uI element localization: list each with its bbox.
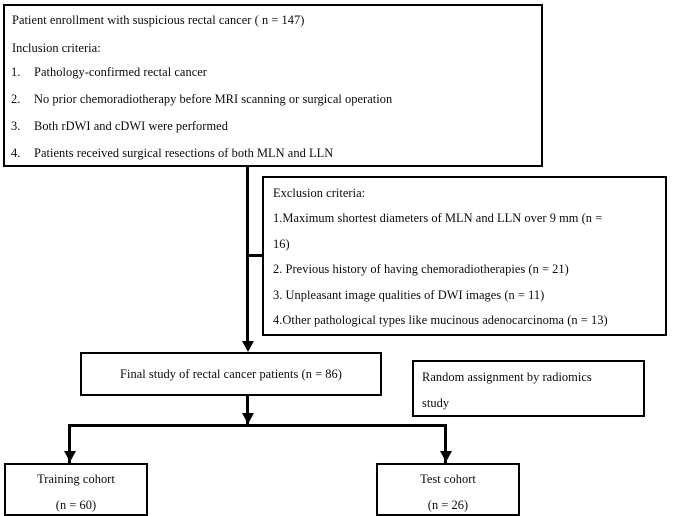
exclusion-line-3: 2. Previous history of having chemoradio… xyxy=(273,262,569,276)
training-cohort-box xyxy=(4,463,148,516)
final-study-box xyxy=(80,352,382,396)
training-cohort-count: (n = 60) xyxy=(55,498,97,512)
connector-split-to-test-line xyxy=(444,424,447,463)
inclusion-item-2-number: 2. xyxy=(11,92,21,106)
connector-enrollment-to-final-arrow xyxy=(241,341,254,352)
final-study-text: Final study of rectal cancer patients (n… xyxy=(120,367,342,381)
exclusion-line-5: 4.Other pathological types like mucinous… xyxy=(273,313,608,327)
test-cohort-count: (n = 26) xyxy=(427,498,469,512)
test-cohort-label: Test cohort xyxy=(420,472,476,486)
inclusion-criteria-label: Inclusion criteria: xyxy=(12,41,101,55)
connector-final-to-split-arrow xyxy=(241,413,254,424)
connector-split-to-test-arrow xyxy=(439,451,452,462)
inclusion-item-3-text: Both rDWI and cDWI were performed xyxy=(34,119,228,133)
training-cohort-label: Training cohort xyxy=(37,472,115,486)
inclusion-item-1-number: 1. xyxy=(11,65,21,79)
random-assignment-box xyxy=(412,360,645,417)
exclusion-line-2: 16) xyxy=(273,237,290,251)
exclusion-line-1: 1.Maximum shortest diameters of MLN and … xyxy=(273,211,603,225)
connector-final-to-split-line xyxy=(246,396,249,426)
exclusion-line-4: 3. Unpleasant image qualities of DWI ima… xyxy=(273,288,545,302)
random-assignment-line-1: Random assignment by radiomics xyxy=(422,370,592,384)
test-cohort-box xyxy=(376,463,520,516)
inclusion-item-1-text: Pathology-confirmed rectal cancer xyxy=(34,65,207,79)
exclusion-heading: Exclusion criteria: xyxy=(273,186,366,200)
enrollment-box xyxy=(3,4,543,167)
connector-split-bar xyxy=(68,424,447,427)
connector-exclusion-branch xyxy=(246,254,264,257)
random-assignment-line-2: study xyxy=(422,396,450,410)
inclusion-item-3-number: 3. xyxy=(11,119,21,133)
inclusion-item-4-number: 4. xyxy=(11,146,21,160)
inclusion-item-2-text: No prior chemoradiotherapy before MRI sc… xyxy=(34,92,393,106)
inclusion-item-4-text: Patients received surgical resections of… xyxy=(34,146,334,160)
exclusion-box xyxy=(262,176,667,336)
connector-split-to-training-arrow xyxy=(63,451,76,462)
enrollment-heading: Patient enrollment with suspicious recta… xyxy=(12,13,305,27)
connector-split-to-training-line xyxy=(68,424,71,463)
